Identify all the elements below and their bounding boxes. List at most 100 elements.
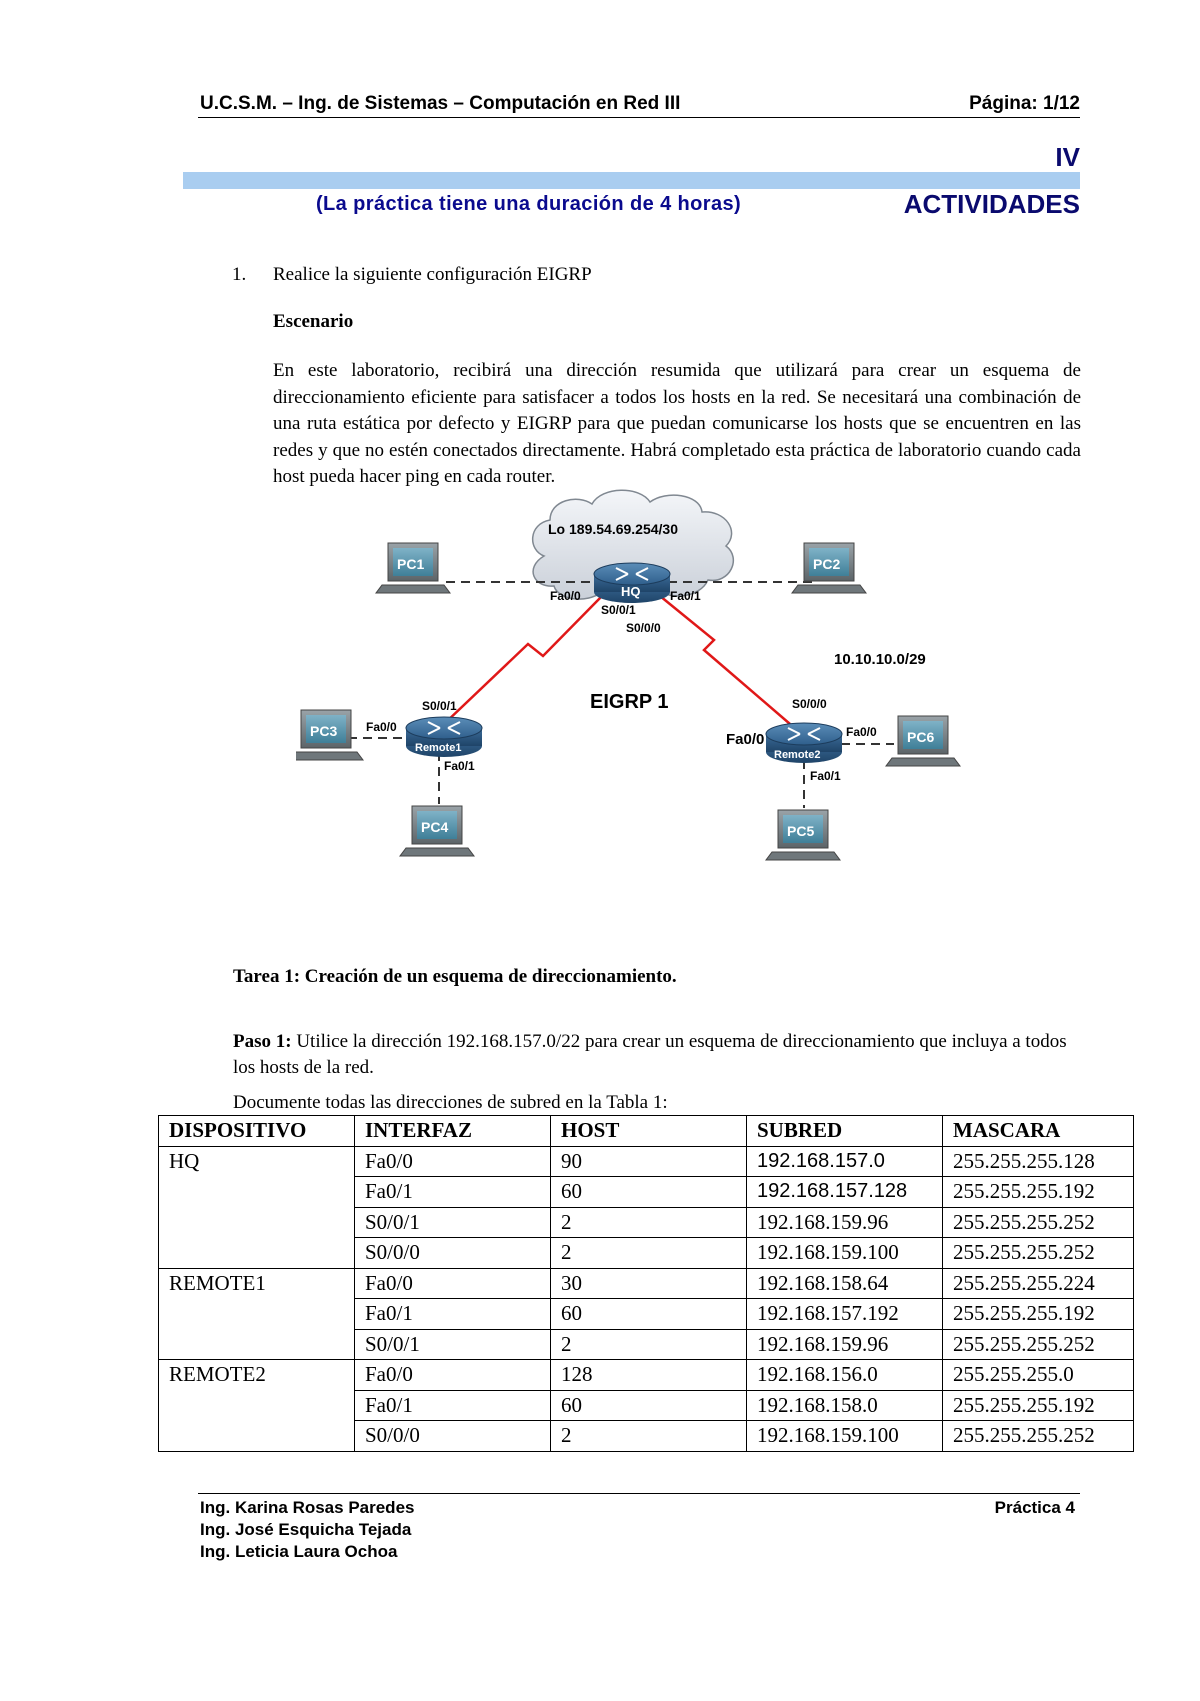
col-header-mask: MASCARA — [942, 1115, 1134, 1147]
footer-practice-number: Práctica 4 — [994, 1498, 1075, 1517]
iface-r1-fa01: Fa0/1 — [444, 759, 475, 773]
pc-label-pc2: PC2 — [813, 556, 840, 572]
subnet-cell: 192.168.159.96 — [746, 1206, 943, 1238]
interface-cell: Fa0/1 — [354, 1176, 551, 1208]
pc-label-pc3: PC3 — [310, 723, 337, 739]
col-header-interface: INTERFAZ — [354, 1115, 551, 1147]
iface-hq-fa00: Fa0/0 — [550, 589, 581, 603]
table-row: HQ Fa0/0 90 192.168.157.0 255.255.255.12… — [158, 1145, 1134, 1269]
subnet-cell: 192.168.156.0 — [746, 1359, 943, 1391]
host-cell: 128 — [550, 1359, 747, 1391]
router-label-remote1: Remote1 — [415, 742, 461, 754]
router-label-remote2: Remote2 — [774, 749, 820, 761]
section-duration: (La práctica tiene una duración de 4 hor… — [316, 193, 742, 215]
host-cell: 2 — [550, 1420, 747, 1452]
router-icon-remote2 — [765, 722, 843, 763]
host-cell: 2 — [550, 1206, 747, 1238]
serial-link-hq-remote2 — [659, 595, 791, 725]
subnet-cell: 192.168.157.0 — [746, 1145, 943, 1177]
host-cell: 60 — [550, 1176, 747, 1208]
router-label-hq: HQ — [621, 584, 641, 599]
table-row: S0/0/0 2 192.168.159.100 255.255.255.252 — [159, 1420, 1134, 1452]
eigrp-label: EIGRP 1 — [590, 691, 669, 713]
cloud-icon — [531, 489, 735, 603]
subnet-cell: 192.168.159.100 — [746, 1420, 943, 1452]
iface-r2-fa00-left: Fa0/0 — [726, 731, 764, 748]
section-band — [183, 172, 1080, 189]
router-icon-remote1 — [405, 716, 483, 757]
mask-cell: 255.255.255.0 — [942, 1359, 1134, 1391]
pc-icon-pc3 — [296, 709, 364, 761]
pc-icon-pc1 — [375, 542, 451, 594]
table-row: Fa0/1 60 192.168.158.0 255.255.255.192 — [159, 1389, 1134, 1421]
router-icon-hq — [593, 562, 671, 603]
subnet-cell: 192.168.159.96 — [746, 1328, 943, 1360]
host-cell: 60 — [550, 1298, 747, 1330]
list-number: 1. — [232, 264, 247, 285]
col-header-host: HOST — [550, 1115, 747, 1147]
section-number: IV — [1055, 142, 1080, 172]
interface-cell: Fa0/0 — [354, 1359, 551, 1391]
list-item-text: Realice la siguiente configuración EIGRP — [273, 264, 592, 285]
mask-cell: 255.255.255.252 — [942, 1206, 1134, 1238]
footer-author-2: Ing. José Esquicha Tejada — [200, 1520, 412, 1539]
table-header-row: DISPOSITIVO INTERFAZ HOST SUBRED MASCARA — [158, 1115, 1134, 1147]
interface-cell: S0/0/1 — [354, 1206, 551, 1238]
subnet-cell: 192.168.158.0 — [746, 1389, 943, 1421]
section-title: ACTIVIDADES — [903, 189, 1080, 219]
iface-r1-fa00: Fa0/0 — [366, 720, 397, 734]
mask-cell: 255.255.255.252 — [942, 1420, 1134, 1452]
interface-cell: Fa0/0 — [354, 1145, 551, 1177]
pc-label-pc6: PC6 — [907, 729, 934, 745]
host-cell: 2 — [550, 1328, 747, 1360]
subnet-label: 10.10.10.0/29 — [834, 651, 926, 668]
device-cell: REMOTE1 — [158, 1267, 355, 1360]
host-cell: 60 — [550, 1389, 747, 1421]
scenario-heading: Escenario — [273, 311, 354, 332]
mask-cell: 255.255.255.192 — [942, 1298, 1134, 1330]
mask-cell: 255.255.255.128 — [942, 1145, 1134, 1177]
host-cell: 90 — [550, 1145, 747, 1177]
pc-icon-pc4 — [399, 805, 475, 857]
interface-cell: S0/0/0 — [354, 1420, 551, 1452]
iface-hq-s000: S0/0/0 — [626, 621, 661, 635]
mask-cell: 255.255.255.252 — [942, 1328, 1134, 1360]
scenario-paragraph: En este laboratorio, recibirá una direcc… — [273, 360, 1081, 487]
header-divider — [198, 117, 1080, 118]
mask-cell: 255.255.255.252 — [942, 1237, 1134, 1269]
iface-r2-fa00-right: Fa0/0 — [846, 725, 877, 739]
subnet-cell: 192.168.158.64 — [746, 1267, 943, 1299]
subnet-table: DISPOSITIVO INTERFAZ HOST SUBRED MASCARA… — [158, 1115, 1134, 1452]
cloud-label: Lo 189.54.69.254/30 — [548, 521, 678, 537]
pc-icon-pc6 — [885, 715, 961, 767]
interface-cell: S0/0/1 — [354, 1328, 551, 1360]
interface-cell: Fa0/1 — [354, 1389, 551, 1421]
subnet-cell: 192.168.159.100 — [746, 1237, 943, 1269]
table-row: Fa0/1 60 192.168.157.192 255.255.255.192 — [159, 1298, 1134, 1330]
host-cell: 2 — [550, 1237, 747, 1269]
mask-cell: 255.255.255.192 — [942, 1389, 1134, 1421]
pc-label-pc5: PC5 — [787, 823, 814, 839]
device-cell: HQ — [158, 1145, 355, 1269]
table-row: S0/0/1 2 192.168.159.96 255.255.255.252 — [159, 1328, 1134, 1360]
pc-icon-pc5 — [765, 809, 841, 861]
pc-icon-pc2 — [791, 542, 867, 594]
subnet-cell: 192.168.157.128 — [746, 1176, 943, 1208]
table-row: S0/0/1 2 192.168.159.96 255.255.255.252 — [159, 1206, 1134, 1238]
footer-author-1: Ing. Karina Rosas Paredes — [200, 1498, 415, 1517]
table-row: REMOTE2 Fa0/0 128 192.168.156.0 255.255.… — [158, 1359, 1134, 1452]
interface-cell: S0/0/0 — [354, 1237, 551, 1269]
subnet-cell: 192.168.157.192 — [746, 1298, 943, 1330]
interface-cell: Fa0/0 — [354, 1267, 551, 1299]
iface-r2-fa01: Fa0/1 — [810, 769, 841, 783]
col-header-device: DISPOSITIVO — [158, 1115, 355, 1147]
task-title: Tarea 1: Creación de un esquema de direc… — [233, 966, 677, 987]
interface-cell: Fa0/1 — [354, 1298, 551, 1330]
pc-label-pc1: PC1 — [397, 556, 424, 572]
iface-r1-s001: S0/0/1 — [422, 699, 457, 713]
serial-link-hq-remote1 — [443, 595, 603, 725]
pc-label-pc4: PC4 — [421, 819, 448, 835]
table-row: REMOTE1 Fa0/0 30 192.168.158.64 255.255.… — [158, 1267, 1134, 1360]
header-course: U.C.S.M. – Ing. de Sistemas – Computació… — [200, 93, 681, 114]
iface-r2-s000: S0/0/0 — [792, 697, 827, 711]
